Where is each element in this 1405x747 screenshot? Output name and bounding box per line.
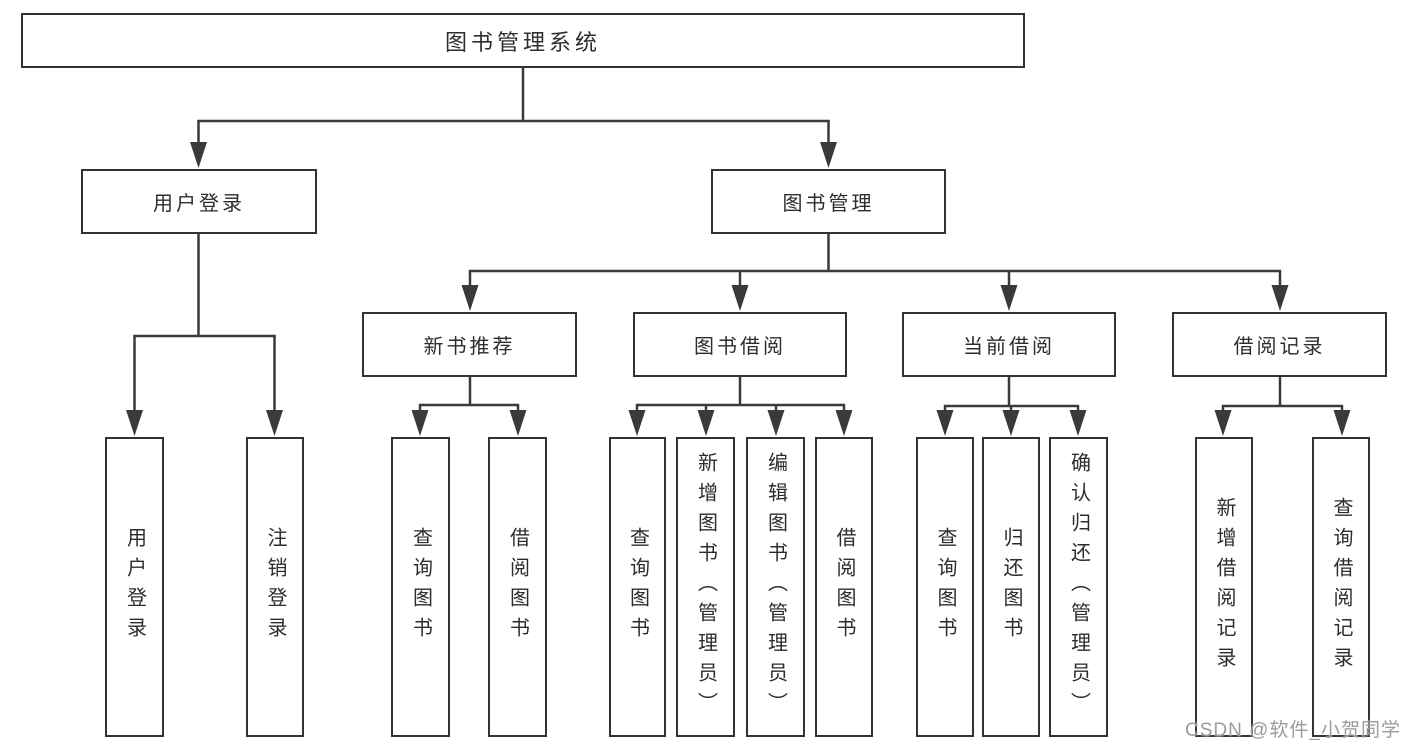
leaf-query-book-b-label: 查询图书 (626, 527, 649, 647)
leaf-query-book-c: 查询图书 (916, 437, 974, 737)
csdn-watermark: CSDN @软件_小贺同学 (1185, 720, 1401, 741)
node-book-borrow-label: 图书借阅 (694, 336, 786, 358)
leaf-user-login: 用户登录 (105, 437, 164, 737)
leaf-query-book-a: 查询图书 (391, 437, 450, 737)
leaf-confirm-return: 确认归还（管理员） (1049, 437, 1108, 737)
leaf-add-book-label: 新增图书（管理员） (694, 452, 717, 722)
node-book-borrow: 图书借阅 (633, 312, 847, 377)
node-new-book-rec: 新书推荐 (362, 312, 577, 377)
leaf-query-record-label: 查询借阅记录 (1330, 497, 1352, 677)
node-book-manage-label: 图书管理 (782, 193, 875, 215)
arrowheads (126, 142, 1351, 436)
leaf-borrow-book-b-label: 借阅图书 (833, 527, 855, 647)
leaf-user-login-label: 用户登录 (123, 527, 146, 647)
leaf-borrow-book-b: 借阅图书 (815, 437, 873, 737)
node-current-borrow: 当前借阅 (902, 312, 1116, 377)
node-root: 图书管理系统 (21, 13, 1025, 68)
leaf-confirm-return-label: 确认归还（管理员） (1067, 452, 1090, 722)
leaf-query-book-b: 查询图书 (609, 437, 666, 737)
node-borrow-record: 借阅记录 (1172, 312, 1387, 377)
node-new-book-rec-label: 新书推荐 (423, 336, 516, 358)
leaf-edit-book: 编辑图书（管理员） (746, 437, 805, 737)
leaf-add-record: 新增借阅记录 (1195, 437, 1253, 737)
leaf-edit-book-label: 编辑图书（管理员） (764, 452, 787, 722)
leaf-logout-label: 注销登录 (264, 527, 286, 647)
node-borrow-record-label: 借阅记录 (1233, 336, 1326, 358)
leaf-logout: 注销登录 (246, 437, 304, 737)
node-user-login: 用户登录 (81, 169, 317, 234)
leaf-add-book: 新增图书（管理员） (676, 437, 735, 737)
leaf-query-record: 查询借阅记录 (1312, 437, 1370, 737)
leaf-borrow-book-a: 借阅图书 (488, 437, 547, 737)
leaf-borrow-book-a-label: 借阅图书 (506, 527, 529, 647)
leaf-add-record-label: 新增借阅记录 (1213, 497, 1235, 677)
node-book-manage: 图书管理 (711, 169, 946, 234)
leaf-return-book-label: 归还图书 (1000, 527, 1022, 647)
leaf-query-book-c-label: 查询图书 (934, 527, 956, 647)
node-root-label: 图书管理系统 (444, 29, 601, 55)
node-user-login-label: 用户登录 (153, 193, 245, 215)
leaf-query-book-a-label: 查询图书 (409, 527, 432, 647)
node-current-borrow-label: 当前借阅 (963, 336, 1055, 358)
leaf-return-book: 归还图书 (982, 437, 1040, 737)
